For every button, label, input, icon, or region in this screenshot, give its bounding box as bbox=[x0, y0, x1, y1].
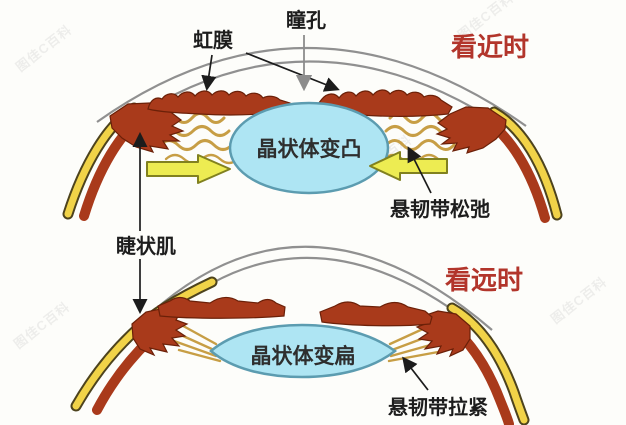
lens-near bbox=[228, 101, 390, 195]
zonule-loose-label: 悬韧带松弛 bbox=[390, 198, 490, 221]
iris-label-arrow-right bbox=[245, 52, 340, 92]
eye-far-diagram: 晶状体变扁 看远时 悬韧带拉紧 bbox=[70, 245, 530, 425]
zonule-loose-label-arrow bbox=[407, 146, 432, 194]
ciliary-muscle-annotation: 睫状肌 bbox=[116, 131, 176, 315]
zonule-tight-label-arrow bbox=[402, 356, 429, 391]
near-view-title: 看近时 bbox=[451, 32, 529, 62]
lens-far-label: 晶状体变扁 bbox=[251, 344, 356, 368]
pressure-arrow-right-near bbox=[369, 151, 448, 181]
eye-near-diagram: 晶状体变凸 虹膜 瞳孔 看近时 悬韧带松弛 bbox=[62, 8, 563, 223]
cornea-outer-arc-far bbox=[149, 245, 493, 331]
sclera-right-far-yellow bbox=[448, 304, 528, 424]
ciliary-muscle-label: 睫状肌 bbox=[116, 234, 176, 258]
cornea-outer-arc-near bbox=[96, 46, 527, 127]
ciliary-body-right-near bbox=[435, 106, 507, 154]
lens-far bbox=[209, 323, 398, 379]
pupil-label: 瞳孔 bbox=[286, 8, 326, 32]
zonule-tight-label: 悬韧带拉紧 bbox=[388, 395, 488, 419]
iris-right-far bbox=[319, 301, 433, 327]
iris-label: 虹膜 bbox=[193, 28, 233, 52]
iris-left-far bbox=[157, 296, 286, 319]
far-view-title: 看远时 bbox=[445, 265, 523, 295]
pressure-arrow-left-near bbox=[146, 154, 231, 184]
lens-near-label: 晶状体变凸 bbox=[257, 137, 362, 161]
iris-label-arrow-left bbox=[201, 54, 217, 92]
